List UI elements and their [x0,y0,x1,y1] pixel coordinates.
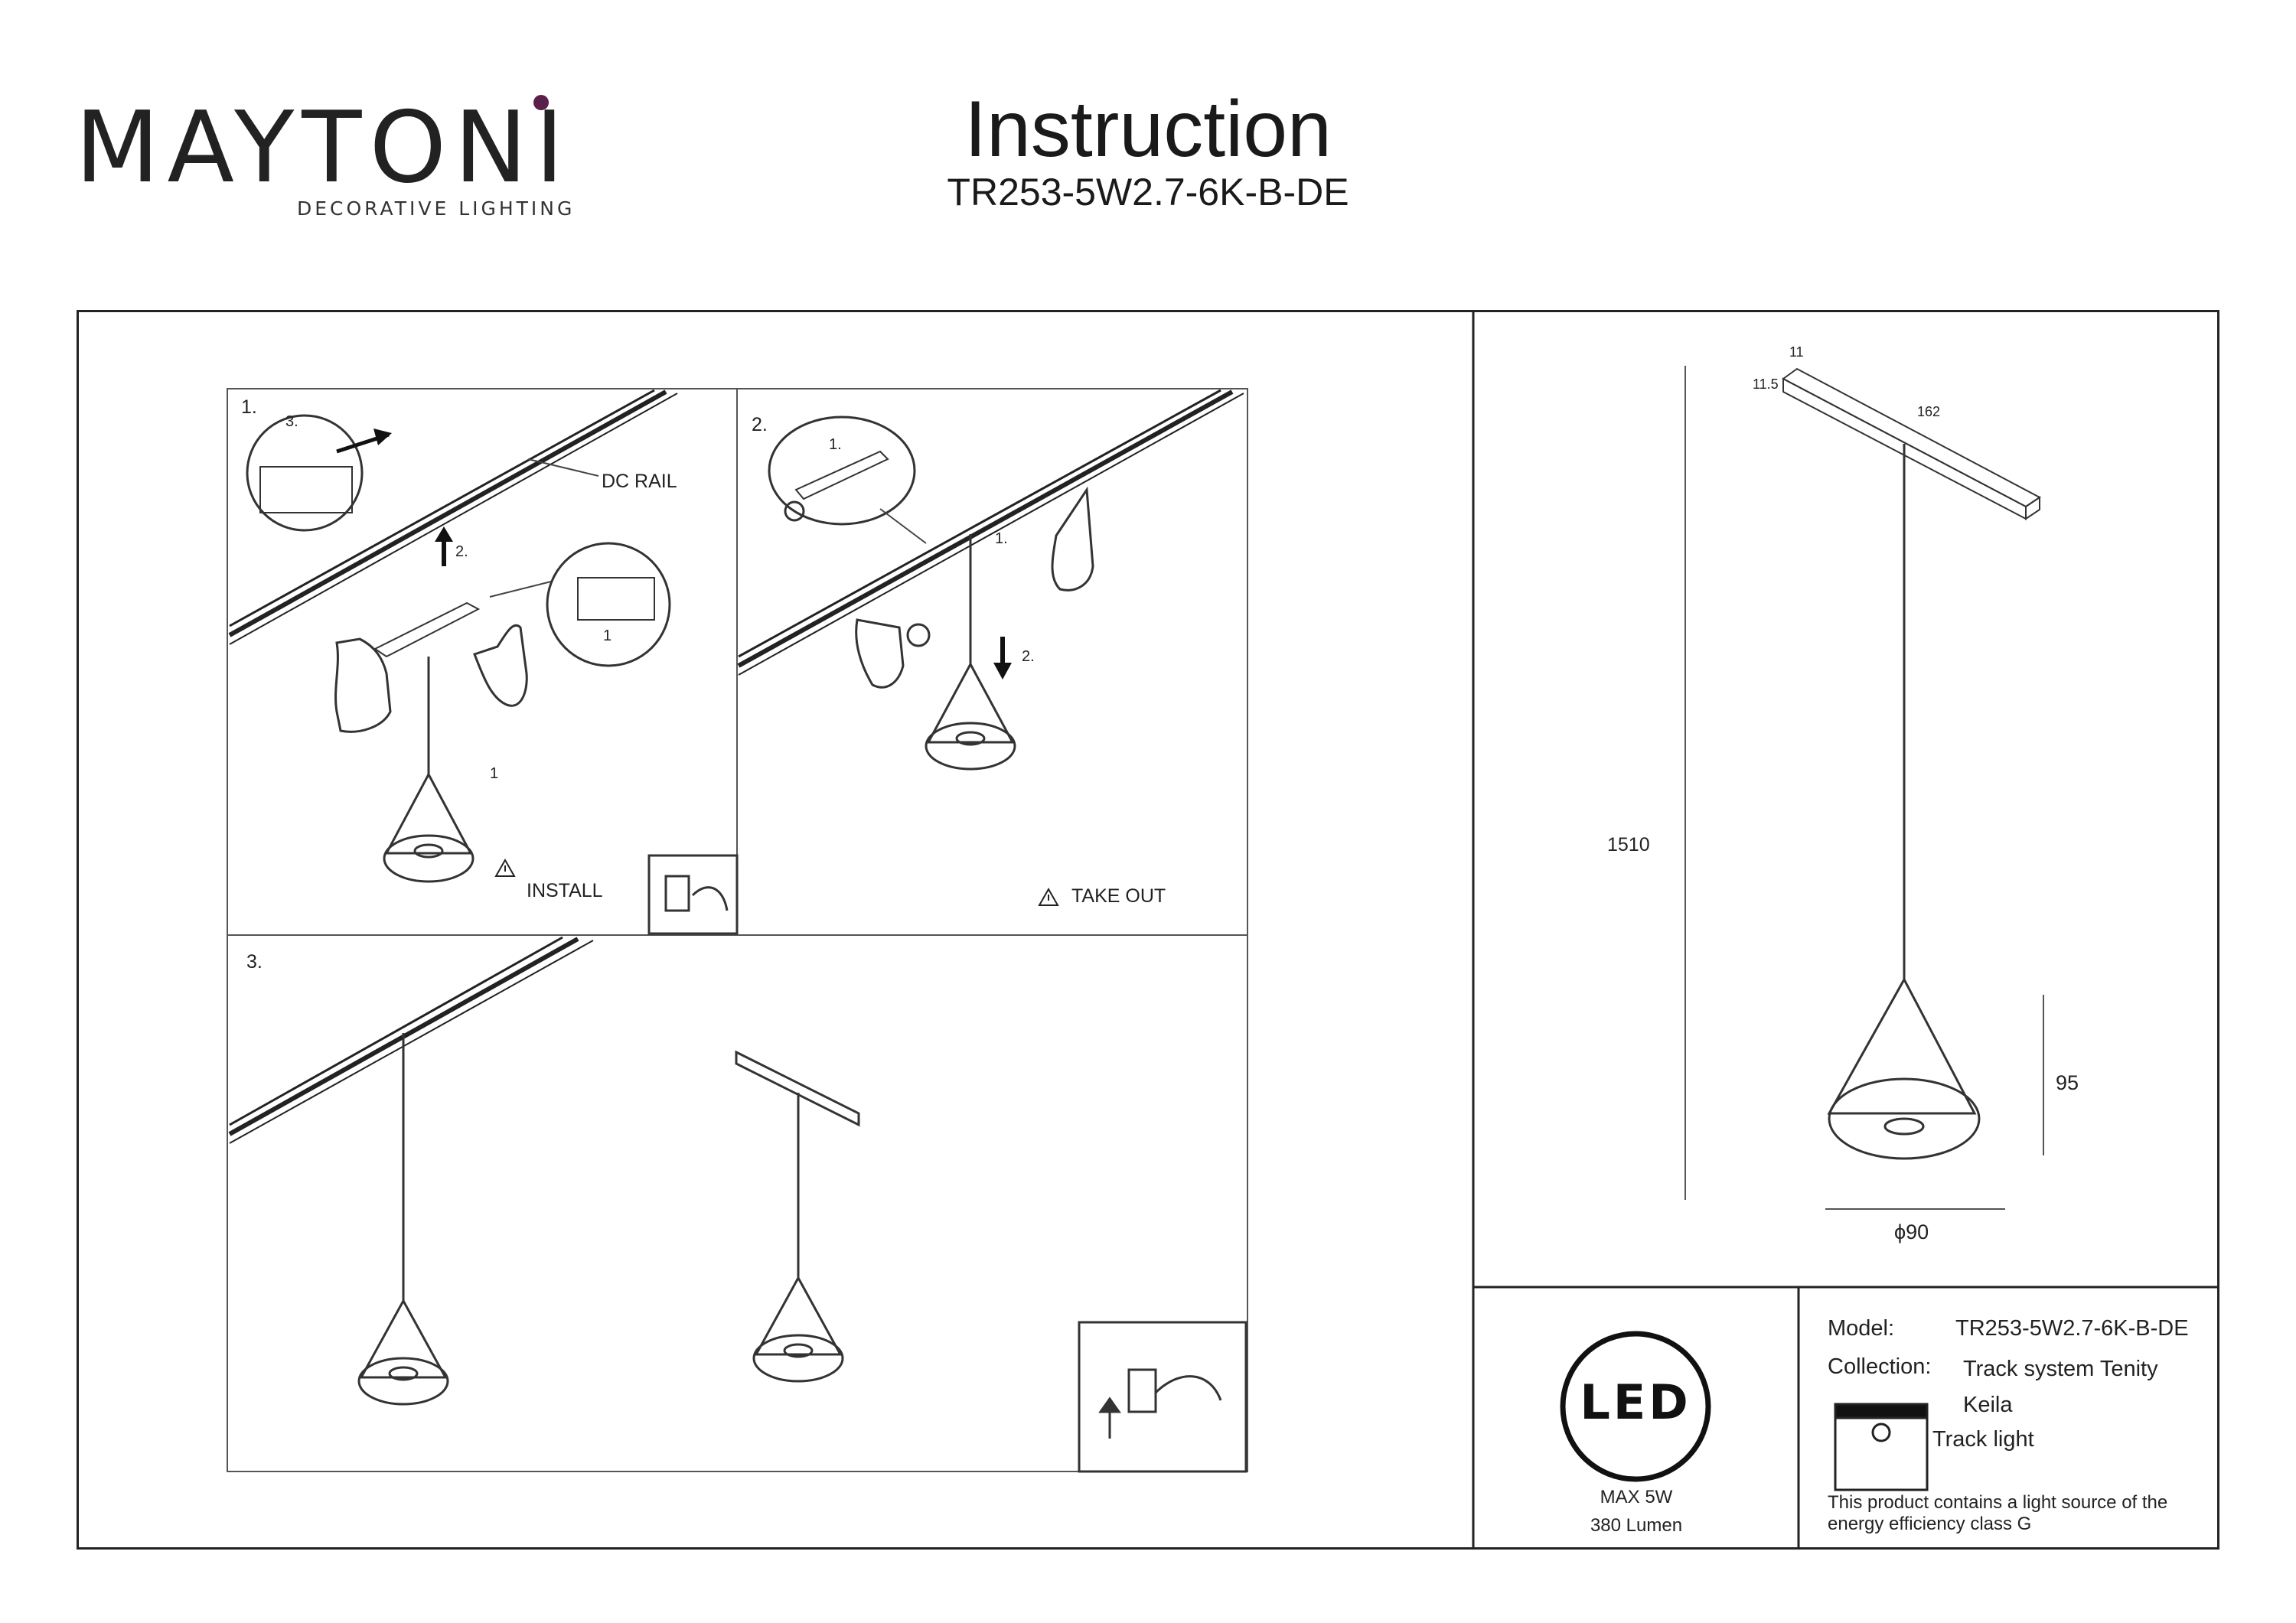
step3-number: 3. [246,951,263,973]
logo-accent-dot [533,95,549,110]
step1-marker-3: 3. [285,413,298,430]
dim-shade-diameter: ϕ90 [1894,1221,1929,1243]
model-label: Model: [1828,1316,1895,1341]
takeout-warning-icon [1038,887,1059,906]
dimension-drawing [1684,366,2044,1210]
brand-logo: MAYTONI [75,91,572,205]
step1-rail [228,389,678,645]
led-badge-text: LED [1580,1374,1691,1430]
dim-adapter-height: 11.5 [1753,376,1779,392]
step2-pendant [925,534,1016,771]
energy-note-line2: energy efficiency class G [1828,1514,2032,1534]
collection-label: Collection: [1828,1354,1932,1379]
page-title: Instruction [964,85,1332,174]
step1-marker-1a: 1 [603,627,612,644]
step1-hands [334,624,528,733]
step1-zoom-right [489,542,671,667]
led-lumen: 380 Lumen [1590,1515,1683,1536]
step3-pendant-on-rail [357,1033,449,1406]
step3-rail [228,936,594,1144]
step3-adapter [735,1050,860,1383]
step2-marker-2: 2. [1022,648,1035,665]
dim-adapter-length: 162 [1917,404,1941,419]
step2-marker-1a: 1. [829,436,842,453]
model-value: TR253-5W2.7-6K-B-DE [1955,1316,2189,1341]
dim-adapter-width: 11 [1789,344,1804,360]
instruction-frame [77,310,2219,1550]
energy-note-line1: This product contains a light source of … [1828,1492,2168,1513]
brand-tagline: DECORATIVE LIGHTING [297,197,576,220]
dim-total-height: 1510 [1607,834,1650,855]
step2-marker-1b: 1. [995,530,1008,547]
step2-hands [855,486,1094,689]
dc-rail-label: DC RAIL [602,471,677,492]
led-badge-icon [1560,1331,1711,1482]
down-arrow-icon [993,637,1012,680]
install-warning-icon [494,858,516,877]
step1-switch-icon [647,854,739,935]
step2-zoom [768,416,927,544]
step1-pendant [383,657,475,883]
step1-adapter [373,601,481,658]
step2-number: 2. [752,414,768,435]
product-name: Keila [1963,1393,2013,1417]
takeout-label: TAKE OUT [1071,885,1166,907]
step1-marker-2: 2. [455,543,468,560]
step1-marker-1b: 1 [490,765,499,782]
dim-shade-height: 95 [2056,1071,2079,1094]
led-max-power: MAX 5W [1600,1487,1673,1507]
dc-rail-leader [527,458,599,477]
model-code-header: TR253-5W2.7-6K-B-DE [947,171,1349,213]
up-arrow-icon [435,526,453,566]
step2-rail [737,389,1244,676]
step1-zoom-top [246,414,392,532]
install-label: INSTALL [527,880,603,901]
step1-number: 1. [241,396,257,418]
collection-value: Track system Tenity [1963,1357,2158,1381]
step3-switch-icon [1078,1321,1247,1473]
product-type: Track light [1932,1427,2034,1452]
energy-class-icon [1834,1403,1929,1491]
